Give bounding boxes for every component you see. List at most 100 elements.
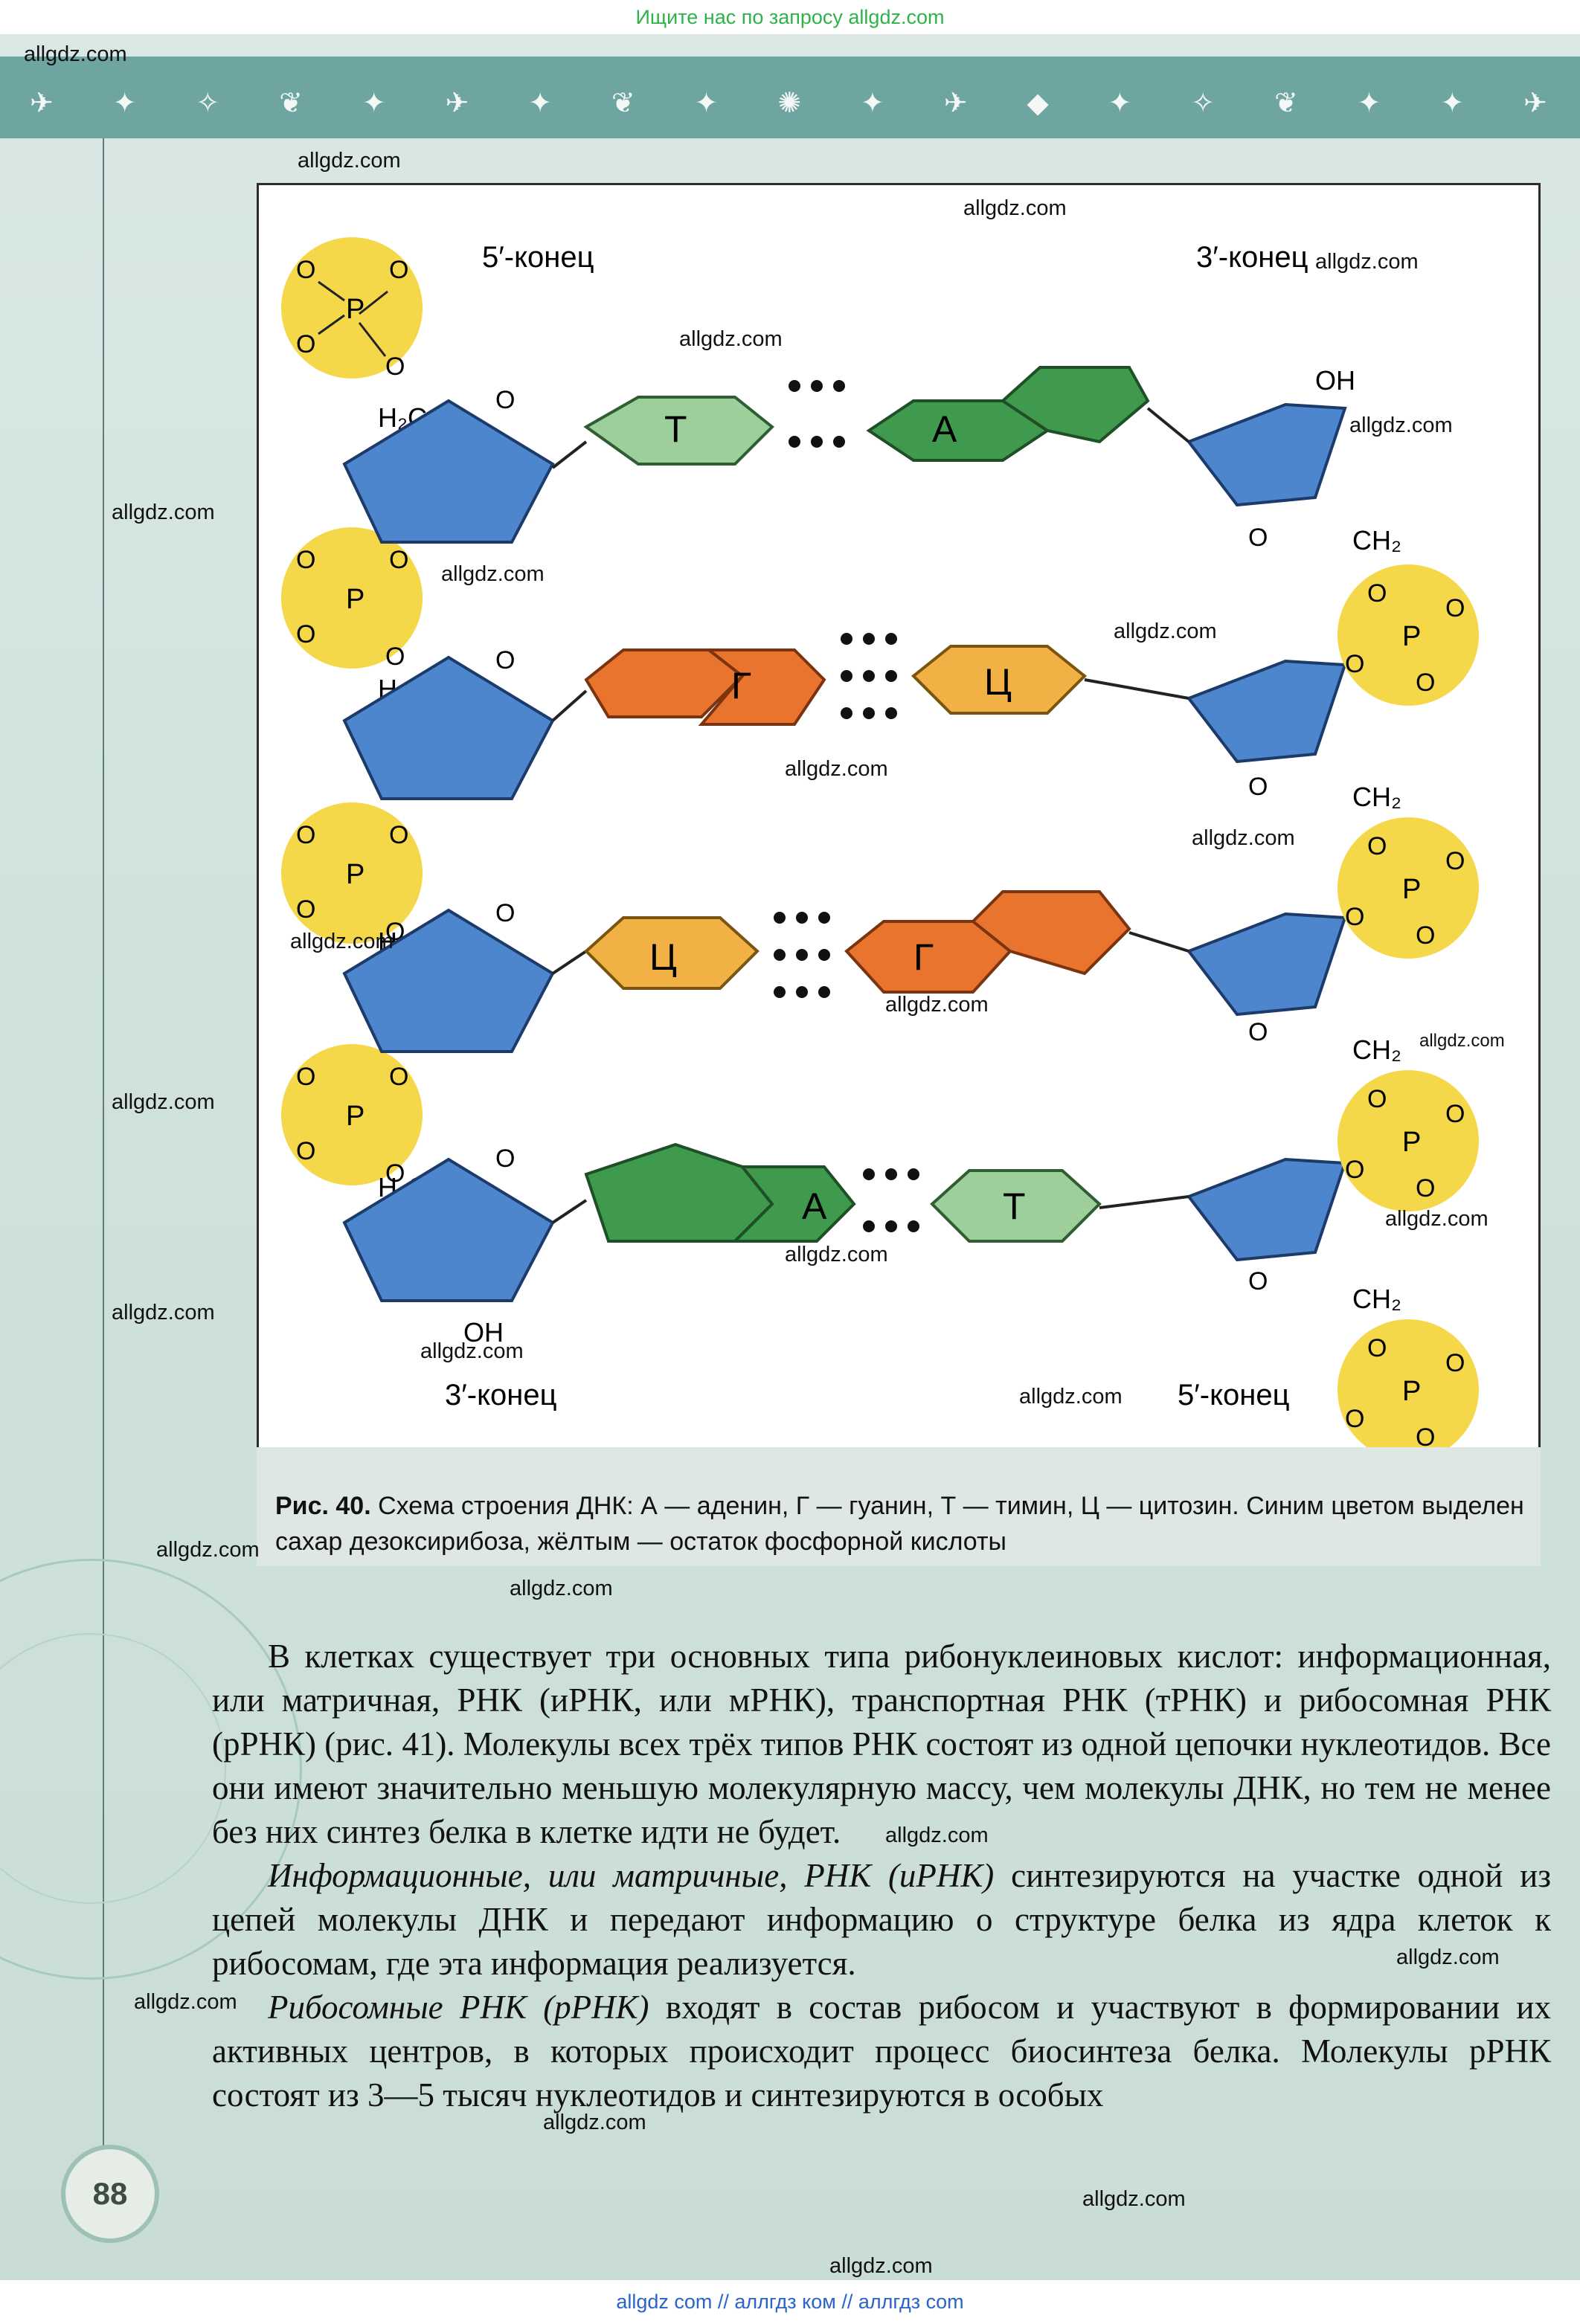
figure-caption: Рис. 40. Схема строения ДНК: А — аденин,… bbox=[275, 1488, 1525, 1559]
svg-text:O: O bbox=[389, 821, 408, 849]
phosphate-group: P O O O O bbox=[281, 1044, 423, 1188]
svg-text:P: P bbox=[1402, 1376, 1421, 1407]
ch2-label: CH₂ bbox=[1352, 782, 1401, 812]
watermark: allgdz.com bbox=[679, 327, 783, 351]
svg-text:O: O bbox=[1445, 594, 1465, 622]
watermark: allgdz.com bbox=[829, 2254, 933, 2278]
watermark: allgdz.com bbox=[112, 1301, 215, 1324]
svg-text:O: O bbox=[296, 546, 315, 574]
margin-rule bbox=[103, 138, 104, 2176]
bird-icon: ✈ bbox=[943, 88, 968, 119]
sugar-deoxyribose: O bbox=[1186, 659, 1347, 801]
phosphate-group: P O O O O bbox=[281, 527, 423, 671]
watermark: allgdz.com bbox=[1385, 1207, 1489, 1231]
animal-icon: ✦ bbox=[694, 88, 719, 119]
svg-text:O: O bbox=[1248, 1267, 1268, 1295]
svg-text:P: P bbox=[1402, 874, 1421, 905]
svg-text:O: O bbox=[1445, 1100, 1465, 1128]
scorpion-icon: ✺ bbox=[777, 88, 802, 119]
svg-text:O: O bbox=[495, 899, 515, 927]
base-pair-3: Ц Г bbox=[551, 890, 1189, 998]
svg-text:O: O bbox=[1416, 1423, 1435, 1452]
dna-figure: 5′-конец 3′-конец 3′-конец 5′-конец P O … bbox=[257, 183, 1541, 1481]
bird-icon: ✈ bbox=[445, 88, 469, 119]
oh-label: OH bbox=[1315, 365, 1355, 396]
page-number: 88 bbox=[61, 2145, 159, 2243]
watermark: allgdz.com bbox=[785, 757, 888, 781]
watermark: allgdz.com bbox=[785, 1243, 888, 1266]
animal-icon: ✦ bbox=[362, 88, 386, 119]
svg-text:O: O bbox=[1367, 832, 1387, 860]
watermark: allgdz.com bbox=[543, 2111, 646, 2134]
watermark: allgdz.com bbox=[134, 1990, 237, 2014]
whale-icon: ◆ bbox=[1027, 88, 1049, 119]
svg-text:O: O bbox=[1367, 1085, 1387, 1113]
watermark: allgdz.com bbox=[112, 500, 215, 524]
bird-icon: ✈ bbox=[30, 88, 54, 119]
base-thymine bbox=[583, 396, 774, 466]
svg-text:P: P bbox=[346, 1101, 365, 1132]
watermark: allgdz.com bbox=[1396, 1945, 1500, 1969]
svg-text:O: O bbox=[1416, 921, 1435, 950]
animal-silhouettes: ✈ ✦ ✧ ❦ ✦ ✈ ✦ ❦ ✦ ✺ ✦ ✈ ◆ ✦ ✧ ❦ ✦ ✦ ✈ bbox=[30, 86, 1547, 119]
svg-text:O: O bbox=[296, 1137, 315, 1165]
svg-text:O: O bbox=[495, 1145, 515, 1173]
phosphate-group: P O O O O bbox=[1337, 564, 1479, 706]
watermark: allgdz.com bbox=[963, 196, 1067, 220]
svg-text:O: O bbox=[389, 1063, 408, 1091]
base-cytosine bbox=[911, 645, 1087, 715]
caption-band bbox=[257, 1447, 1541, 1566]
caption-text: Схема строения ДНК: А — аденин, Г — гуан… bbox=[275, 1492, 1524, 1556]
svg-text:P: P bbox=[1402, 1127, 1421, 1158]
svg-text:P: P bbox=[346, 294, 365, 325]
watermark: allgdz.com bbox=[420, 1339, 524, 1363]
svg-text:O: O bbox=[296, 821, 315, 849]
animal-icon: ✦ bbox=[1108, 88, 1132, 119]
term-mrna: Информационные, или матричные, РНК (иРНК… bbox=[268, 1857, 995, 1894]
top-banner[interactable]: Ищите нас по запросу allgdz.com bbox=[0, 0, 1580, 34]
textbook-page: ✈ ✦ ✧ ❦ ✦ ✈ ✦ ❦ ✦ ✺ ✦ ✈ ◆ ✦ ✧ ❦ ✦ ✦ ✈ bbox=[0, 34, 1580, 2280]
base-pair-1: Т А bbox=[551, 366, 1190, 469]
label-3prime-bottom: 3′-конец bbox=[445, 1379, 557, 1412]
ch2-label: CH₂ bbox=[1352, 1284, 1401, 1314]
svg-text:O: O bbox=[495, 646, 515, 675]
label-5prime-bottom: 5′-конец bbox=[1178, 1379, 1290, 1412]
svg-text:O: O bbox=[385, 1159, 405, 1188]
bottom-banner[interactable]: allgdz com // аллгдз ком // аллгдз com bbox=[0, 2280, 1580, 2324]
svg-text:O: O bbox=[1248, 1018, 1268, 1046]
paragraph-2: Информационные, или матричные, РНК (иРНК… bbox=[212, 1857, 1551, 1982]
butterfly-icon: ❦ bbox=[611, 88, 635, 119]
watermark: allgdz.com bbox=[1419, 1031, 1505, 1051]
butterfly-icon: ❦ bbox=[279, 88, 303, 119]
watermark: allgdz.com bbox=[441, 562, 545, 586]
svg-text:P: P bbox=[346, 584, 365, 615]
animal-icon: ✦ bbox=[1357, 88, 1381, 119]
watermark: allgdz.com bbox=[885, 993, 989, 1017]
base-pair-2: Г Ц bbox=[551, 633, 1189, 726]
svg-text:O: O bbox=[296, 1063, 315, 1091]
ch2-label: CH₂ bbox=[1352, 1034, 1401, 1065]
label-5prime-top: 5′-конец bbox=[482, 241, 594, 274]
phosphate-group: P O O O O bbox=[1337, 817, 1479, 959]
svg-text:O: O bbox=[1345, 650, 1364, 678]
header-strip: ✈ ✦ ✧ ❦ ✦ ✈ ✦ ❦ ✦ ✺ ✦ ✈ ◆ ✦ ✧ ❦ ✦ ✦ ✈ bbox=[0, 57, 1580, 138]
oh-label: OH bbox=[463, 1317, 504, 1348]
heron-icon: ✧ bbox=[1191, 88, 1215, 119]
phosphate-group: P O O O O bbox=[1337, 1070, 1479, 1211]
sugar-deoxyribose: O bbox=[1186, 402, 1347, 552]
base-label: Г bbox=[913, 936, 934, 978]
svg-text:O: O bbox=[1345, 1405, 1364, 1433]
ch2-label: CH₂ bbox=[1352, 525, 1401, 556]
svg-text:P: P bbox=[346, 859, 365, 890]
paragraph-3: Рибосомные РНК (рРНК) входят в состав ри… bbox=[212, 1989, 1551, 2114]
sugar-deoxyribose: O bbox=[1186, 912, 1347, 1046]
phosphate-group: P O O O O bbox=[281, 802, 423, 946]
svg-text:O: O bbox=[1367, 579, 1387, 608]
paragraph-1: В клетках существует три основных типа р… bbox=[212, 1638, 1551, 1850]
dna-diagram: 5′-конец 3′-конец 3′-конец 5′-конец P O … bbox=[281, 237, 1479, 1461]
watermark: allgdz.com bbox=[1082, 2187, 1186, 2211]
watermark: allgdz.com bbox=[290, 930, 394, 953]
svg-text:O: O bbox=[296, 895, 315, 924]
animal-icon: ✦ bbox=[1440, 88, 1465, 119]
base-label: Ц bbox=[649, 936, 677, 978]
